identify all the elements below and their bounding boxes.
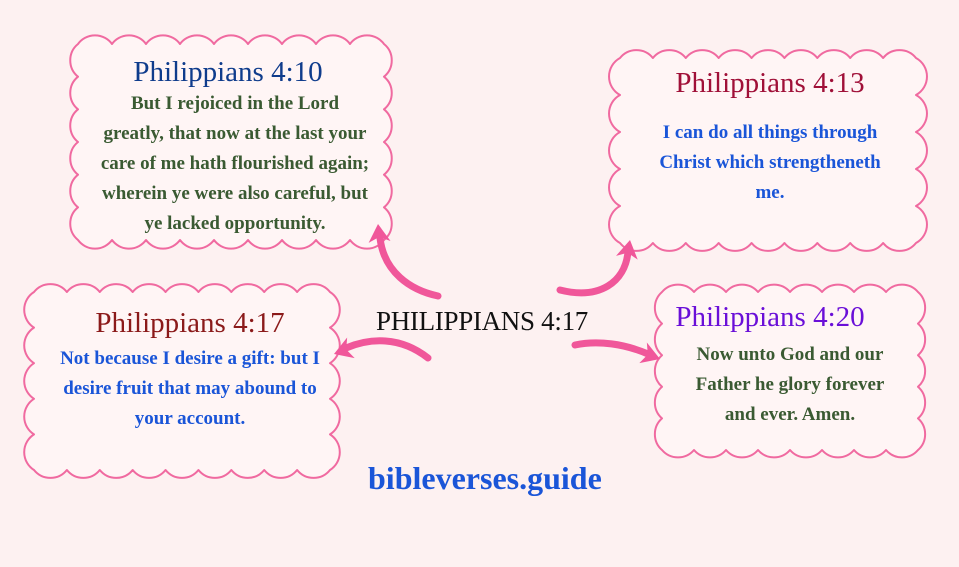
verse-line: greatly, that now at the last your (103, 123, 367, 144)
verse-title: Philippians 4:10 (133, 56, 323, 88)
verse-line: Father he glory forever (695, 374, 885, 395)
verse-title: Philippians 4:17 (95, 307, 285, 339)
arrow-to-4-20 (571, 339, 660, 364)
cloud-frame-4-13 (608, 49, 928, 252)
verse-line: me. (755, 182, 785, 203)
verse-title: Philippians 4:20 (675, 301, 865, 333)
verse-line: your account. (134, 408, 246, 429)
cloud-frame-4-17 (23, 283, 341, 479)
verse-line: Christ which strengtheneth (659, 152, 881, 173)
verse-card-4-13: Philippians 4:13 I can do all things thr… (625, 66, 915, 208)
verse-line: desire fruit that may abound to (63, 378, 317, 399)
verse-card-4-17: Philippians 4:17 Not because I desire a … (40, 306, 340, 434)
verse-line: care of me hath flourished again; (100, 153, 370, 174)
cloud-frame-4-20 (653, 283, 927, 459)
arrow-to-4-17 (334, 337, 432, 362)
center-title: PHILIPPIANS 4:17 (376, 306, 588, 336)
verse-card-4-20: Philippians 4:20 Now unto God and our Fa… (665, 300, 915, 430)
verse-line: But I rejoiced in the Lord (130, 93, 340, 114)
arrow-to-4-10 (368, 224, 442, 300)
verse-line: wherein ye were also careful, but (102, 183, 368, 204)
verse-title: Philippians 4:13 (675, 67, 865, 99)
verse-line: Now unto God and our (696, 344, 884, 365)
verse-line: ye lacked opportunity. (144, 213, 326, 234)
site-link[interactable]: bibleverses.guide (368, 460, 602, 496)
verse-line: Not because I desire a gift: but I (60, 348, 320, 369)
verse-line: I can do all things through (662, 122, 878, 143)
verse-card-4-10: Philippians 4:10 But I rejoiced in the L… (80, 55, 390, 239)
cloud-frame-4-10 (69, 34, 393, 250)
arrow-to-4-13 (556, 240, 638, 297)
verse-line: and ever. Amen. (724, 404, 856, 425)
